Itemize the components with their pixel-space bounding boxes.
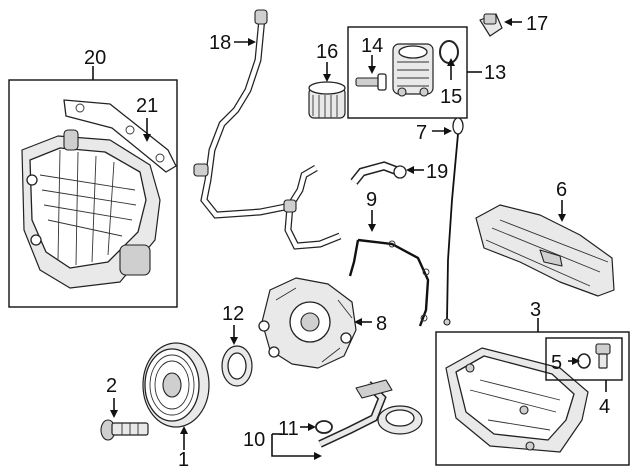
oil-pan[interactable] bbox=[445, 347, 589, 453]
intake-manifold[interactable] bbox=[21, 129, 161, 289]
callout-8: 8 bbox=[376, 313, 387, 335]
oil-pickup-tube[interactable] bbox=[318, 379, 423, 448]
pulley-bolt[interactable] bbox=[100, 419, 149, 441]
box-3-frame bbox=[435, 331, 630, 466]
callout-9: 9 bbox=[366, 189, 377, 211]
oil-filter[interactable] bbox=[308, 81, 346, 119]
box-4-frame bbox=[545, 337, 623, 381]
callout-6: 6 bbox=[556, 179, 567, 201]
intake-gasket[interactable] bbox=[63, 99, 177, 173]
callout-10: 10 bbox=[243, 429, 265, 451]
drain-plug[interactable] bbox=[595, 343, 611, 369]
oil-cooler-seal[interactable] bbox=[439, 40, 459, 64]
pickup-tube-seal[interactable] bbox=[315, 420, 333, 434]
heat-shield[interactable] bbox=[475, 204, 615, 297]
callout-16: 16 bbox=[316, 41, 338, 63]
callout-7: 7 bbox=[416, 122, 427, 144]
oil-pressure-sensor[interactable] bbox=[479, 13, 503, 37]
breather-tube[interactable] bbox=[193, 9, 342, 250]
crankshaft-seal[interactable] bbox=[221, 345, 253, 387]
callout-5: 5 bbox=[551, 352, 562, 374]
callout-11: 11 bbox=[278, 418, 299, 440]
crankshaft-pulley[interactable] bbox=[142, 342, 210, 428]
callout-4: 4 bbox=[599, 396, 610, 418]
timing-cover-gasket[interactable] bbox=[348, 238, 430, 327]
callout-12: 12 bbox=[222, 303, 244, 325]
oil-cooler-bolt[interactable] bbox=[355, 73, 387, 91]
callout-13: 13 bbox=[484, 62, 506, 84]
oil-pump[interactable] bbox=[258, 277, 357, 369]
callout-20: 20 bbox=[84, 47, 106, 69]
callout-14: 14 bbox=[361, 35, 383, 57]
callout-17: 17 bbox=[526, 13, 548, 35]
dipstick[interactable] bbox=[443, 117, 464, 326]
callout-2: 2 bbox=[106, 375, 117, 397]
oil-cooler[interactable] bbox=[392, 43, 434, 97]
callout-3: 3 bbox=[530, 299, 541, 321]
callout-15: 15 bbox=[440, 86, 462, 108]
pcv-hose[interactable] bbox=[350, 161, 407, 185]
callout-1: 1 bbox=[178, 449, 189, 471]
callout-19: 19 bbox=[426, 161, 448, 183]
callout-18: 18 bbox=[209, 32, 231, 54]
callout-21: 21 bbox=[136, 95, 158, 117]
